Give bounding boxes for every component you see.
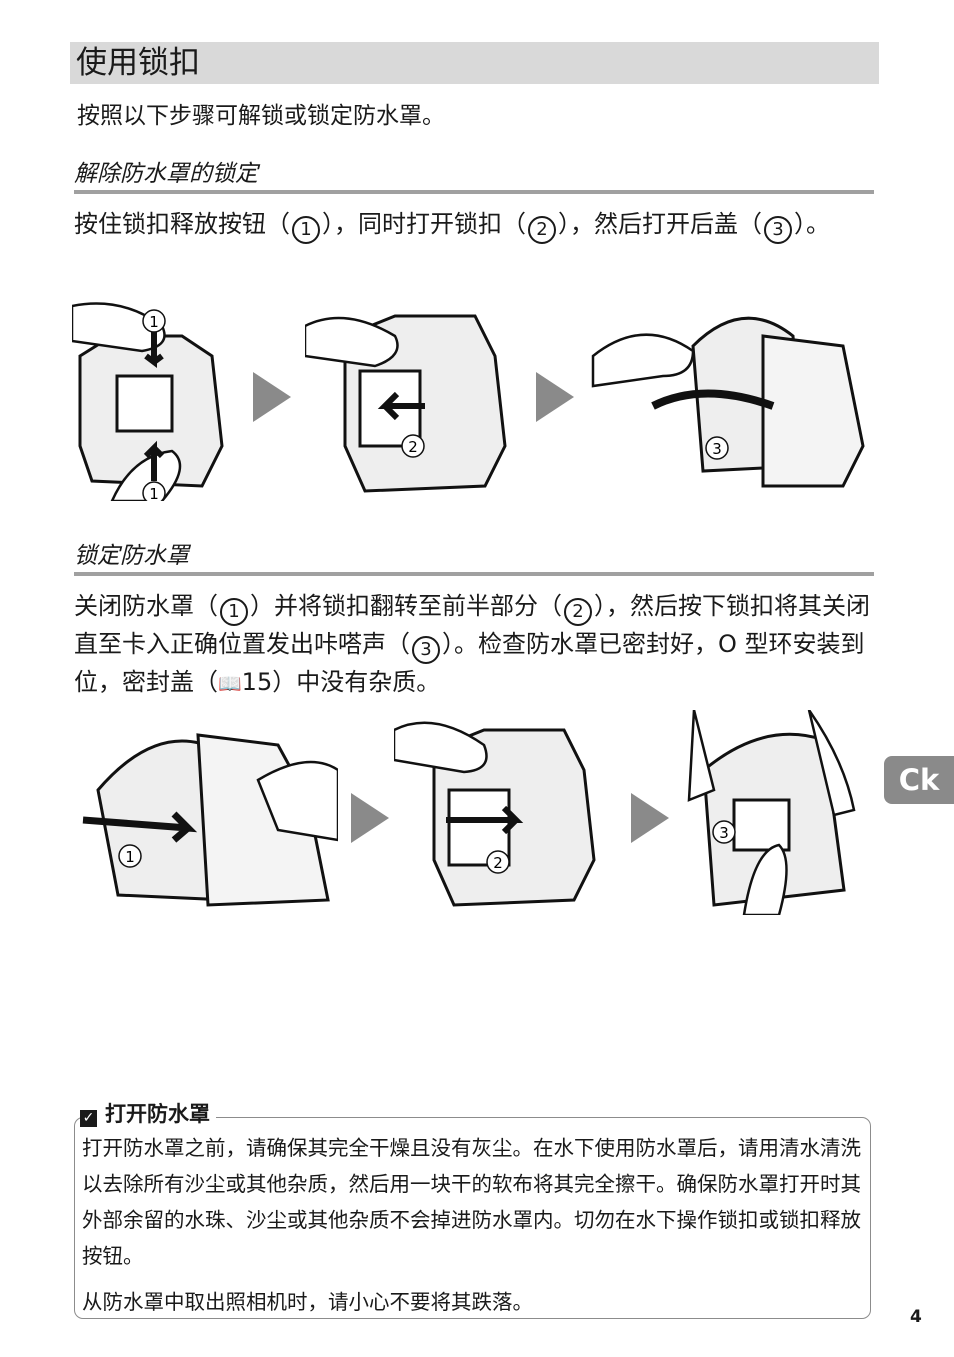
note-paragraph-2: 从防水罩中取出照相机时，请小心不要将其跌落。: [82, 1290, 533, 1314]
lock-instructions: 关闭防水罩（1）并将锁扣翻转至前半部分（2），然后按下锁扣将其关闭直至卡入正确位…: [74, 592, 870, 696]
step-number-1: 1: [292, 216, 320, 244]
unlock-figure-1: 1 1: [72, 296, 242, 501]
lock-figure-3: 3: [684, 710, 869, 915]
page-number: 4: [910, 1307, 922, 1327]
sequence-arrow-icon: [253, 372, 291, 422]
note-title: ✓ 打开防水罩: [80, 1100, 216, 1128]
sequence-arrow-icon: [536, 372, 574, 422]
fig-label-lock-1: 1: [125, 848, 135, 866]
intro-text: 按照以下步骤可解锁或锁定防水罩。: [77, 103, 445, 129]
note-box: [74, 1117, 871, 1319]
lock-heading: 锁定防水罩: [74, 540, 874, 576]
sequence-arrow-icon: [631, 793, 669, 843]
lock-figure-1: 1: [78, 710, 338, 915]
fig-label-1b: 1: [149, 485, 159, 501]
unlock-heading-text: 解除防水罩的锁定: [74, 161, 258, 187]
note-title-text: 打开防水罩: [105, 1102, 210, 1126]
step-number-3: 3: [764, 216, 792, 244]
unlock-instructions: 按住锁扣释放按钮（1），同时打开锁扣（2），然后打开后盖（3）。: [74, 206, 876, 244]
lock-heading-text: 锁定防水罩: [74, 543, 189, 569]
note-body: 打开防水罩之前，请确保其完全干燥且没有灰尘。在水下使用防水罩后，请用清水清洗以去…: [82, 1130, 867, 1320]
note-paragraph-1: 打开防水罩之前，请确保其完全干燥且没有灰尘。在水下使用防水罩后，请用清水清洗以去…: [82, 1136, 861, 1268]
section-title: 使用锁扣: [76, 45, 200, 81]
section-title-bar: 使用锁扣: [70, 42, 879, 84]
lock-figure-2: 2: [394, 710, 609, 915]
unlock-figure-2: 2: [305, 296, 525, 501]
language-tab[interactable]: Ck: [884, 756, 954, 804]
fig-label-3: 3: [712, 440, 722, 458]
page-reference[interactable]: 15: [241, 668, 273, 696]
step-number-2: 2: [564, 598, 592, 626]
fig-label-lock-3: 3: [719, 824, 729, 842]
unlock-heading: 解除防水罩的锁定: [74, 158, 874, 194]
fig-label-2: 2: [408, 438, 418, 456]
book-icon: 📖: [218, 673, 242, 695]
unlock-figure-3: 3: [583, 296, 873, 501]
fig-label-1: 1: [149, 313, 159, 331]
step-number-1: 1: [220, 598, 248, 626]
step-number-2: 2: [528, 216, 556, 244]
check-icon: ✓: [80, 1110, 97, 1127]
sequence-arrow-icon: [351, 793, 389, 843]
step-number-3: 3: [412, 636, 440, 664]
fig-label-lock-2: 2: [493, 854, 503, 872]
